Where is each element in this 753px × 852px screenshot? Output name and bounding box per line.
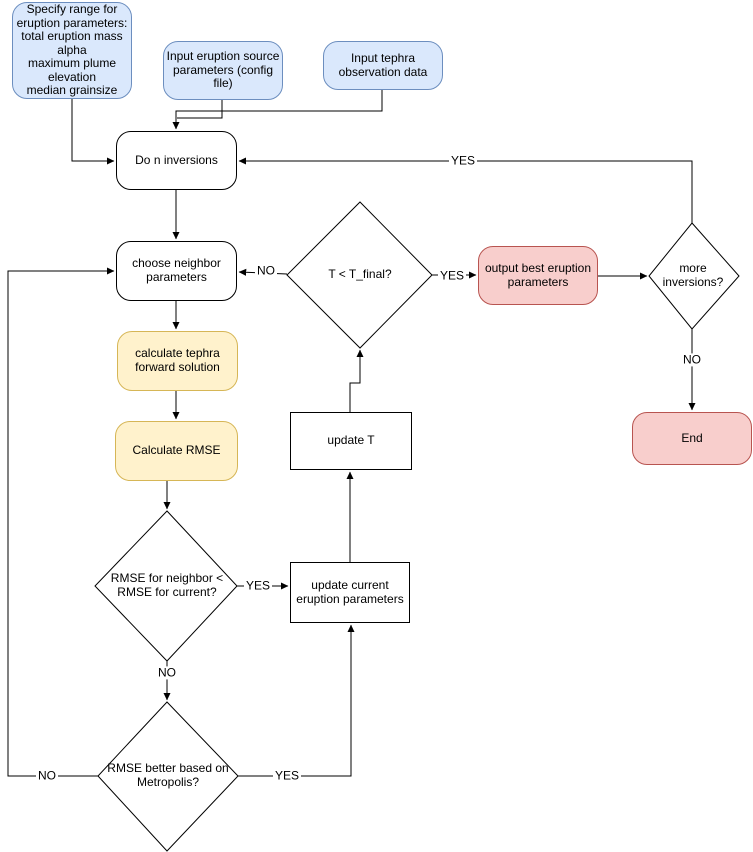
edge-label-yes-tfinal: YES [437, 268, 467, 283]
decision-more-inversions-shape [648, 222, 740, 330]
edge-label-no-metropolis: NO [36, 768, 58, 783]
edge-specify-to-inversions [71, 99, 115, 165]
edge-metropolis-no-to-choose [7, 267, 115, 777]
node-end: End [632, 412, 752, 465]
node-output-best: output best eruption parameters [478, 246, 598, 305]
node-do-n-inversions: Do n inversions [116, 131, 237, 190]
node-input-tephra: Input tephra observation data [323, 41, 443, 90]
node-update-t: update T [290, 412, 412, 470]
edge-config-to-inversions [177, 100, 223, 119]
node-calc-rmse: Calculate RMSE [115, 421, 238, 481]
edge-label-yes-metropolis: YES [272, 768, 302, 783]
edge-label-no-more-inversions: NO [681, 352, 703, 367]
node-specify-range: Specify range for eruption parameters: t… [12, 2, 132, 99]
edge-label-yes-rmse: YES [243, 578, 273, 593]
edge-tephra-to-inversions [172, 90, 383, 130]
decision-rmse-compare-shape [94, 510, 238, 662]
edge-metropolis-yes-to-update-current [238, 624, 355, 777]
edge-more-yes-to-inversions [238, 157, 693, 223]
node-input-config: Input eruption source parameters (config… [163, 41, 283, 100]
node-choose-neighbor: choose neighbor parameters [116, 241, 237, 301]
edge-label-yes-more-to-inversions: YES [448, 153, 478, 168]
decision-tfinal-shape [286, 201, 433, 349]
edge-update-t-to-tfinal [349, 349, 364, 412]
decision-metropolis-shape [97, 701, 239, 852]
node-calc-forward: calculate tephra forward solution [117, 331, 238, 391]
node-update-current: update current eruption parameters [290, 562, 410, 623]
edge-label-no-tfinal: NO [255, 263, 277, 278]
edge-label-no-rmse: NO [156, 665, 178, 680]
